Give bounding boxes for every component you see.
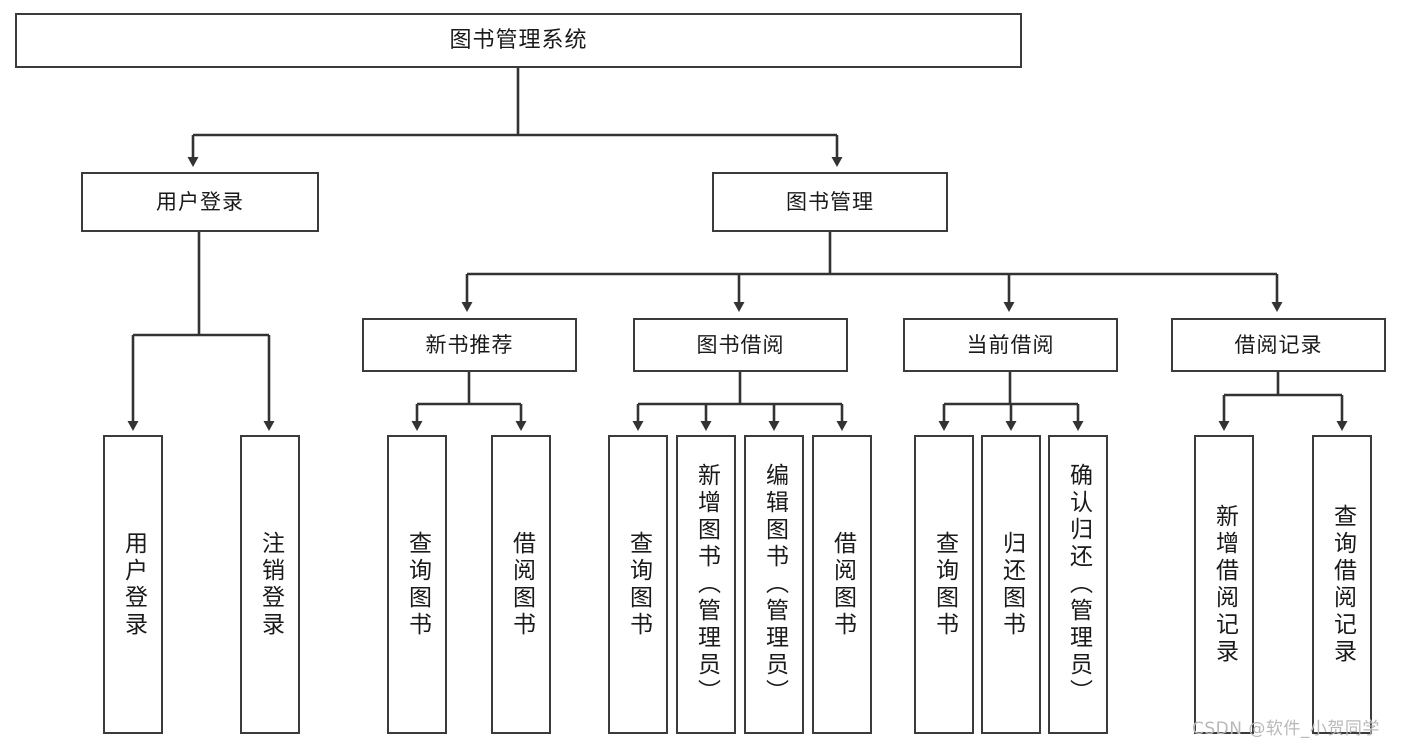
leaf-borrow-book-1[interactable]: 借阅图书	[491, 435, 551, 734]
leaf-add-book[interactable]: 新增图书（管理员）	[676, 435, 736, 734]
node-root[interactable]: 图书管理系统	[15, 13, 1022, 68]
node-book-management-label: 图书管理	[786, 189, 874, 214]
node-user-login-label: 用户登录	[156, 189, 244, 214]
leaf-return-book[interactable]: 归还图书	[981, 435, 1041, 734]
node-book-borrow-label: 图书借阅	[696, 332, 785, 357]
leaf-query-book-2-label: 查询图书	[625, 530, 652, 639]
node-borrow-record-label: 借阅记录	[1234, 332, 1323, 357]
node-user-login[interactable]: 用户登录	[81, 172, 319, 232]
leaf-edit-book[interactable]: 编辑图书（管理员）	[744, 435, 804, 734]
leaf-confirm-return[interactable]: 确认归还（管理员）	[1048, 435, 1108, 734]
leaf-add-record[interactable]: 新增借阅记录	[1194, 435, 1254, 734]
leaf-query-record[interactable]: 查询借阅记录	[1312, 435, 1372, 734]
leaf-confirm-return-label: 确认归还（管理员）	[1065, 463, 1092, 706]
node-current-borrow-label: 当前借阅	[966, 332, 1055, 357]
leaf-query-book-2[interactable]: 查询图书	[608, 435, 668, 734]
leaf-query-book-3-label: 查询图书	[931, 530, 958, 639]
node-book-management[interactable]: 图书管理	[712, 172, 948, 232]
node-new-book-recommend[interactable]: 新书推荐	[362, 318, 577, 372]
leaf-borrow-book-1-label: 借阅图书	[508, 530, 535, 639]
leaf-borrow-book-2[interactable]: 借阅图书	[812, 435, 872, 734]
leaf-edit-book-label: 编辑图书（管理员）	[761, 463, 788, 706]
leaf-query-book-1[interactable]: 查询图书	[387, 435, 447, 734]
leaf-query-record-label: 查询借阅记录	[1329, 503, 1356, 666]
node-new-book-recommend-label: 新书推荐	[425, 332, 514, 357]
node-borrow-record[interactable]: 借阅记录	[1171, 318, 1386, 372]
leaf-return-book-label: 归还图书	[998, 530, 1025, 639]
leaf-add-book-label: 新增图书（管理员）	[693, 463, 720, 706]
leaf-user-logout-label: 注销登录	[257, 530, 284, 639]
node-root-label: 图书管理系统	[449, 27, 588, 53]
leaf-borrow-book-2-label: 借阅图书	[829, 530, 856, 639]
leaf-user-logout[interactable]: 注销登录	[240, 435, 300, 734]
node-current-borrow[interactable]: 当前借阅	[903, 318, 1118, 372]
leaf-user-login[interactable]: 用户登录	[103, 435, 163, 734]
leaf-query-book-3[interactable]: 查询图书	[914, 435, 974, 734]
csdn-watermark: CSDN @软件_小贺同学	[1192, 719, 1380, 739]
node-book-borrow[interactable]: 图书借阅	[633, 318, 848, 372]
leaf-query-book-1-label: 查询图书	[404, 530, 431, 639]
leaf-user-login-label: 用户登录	[120, 530, 147, 639]
leaf-add-record-label: 新增借阅记录	[1211, 503, 1238, 666]
